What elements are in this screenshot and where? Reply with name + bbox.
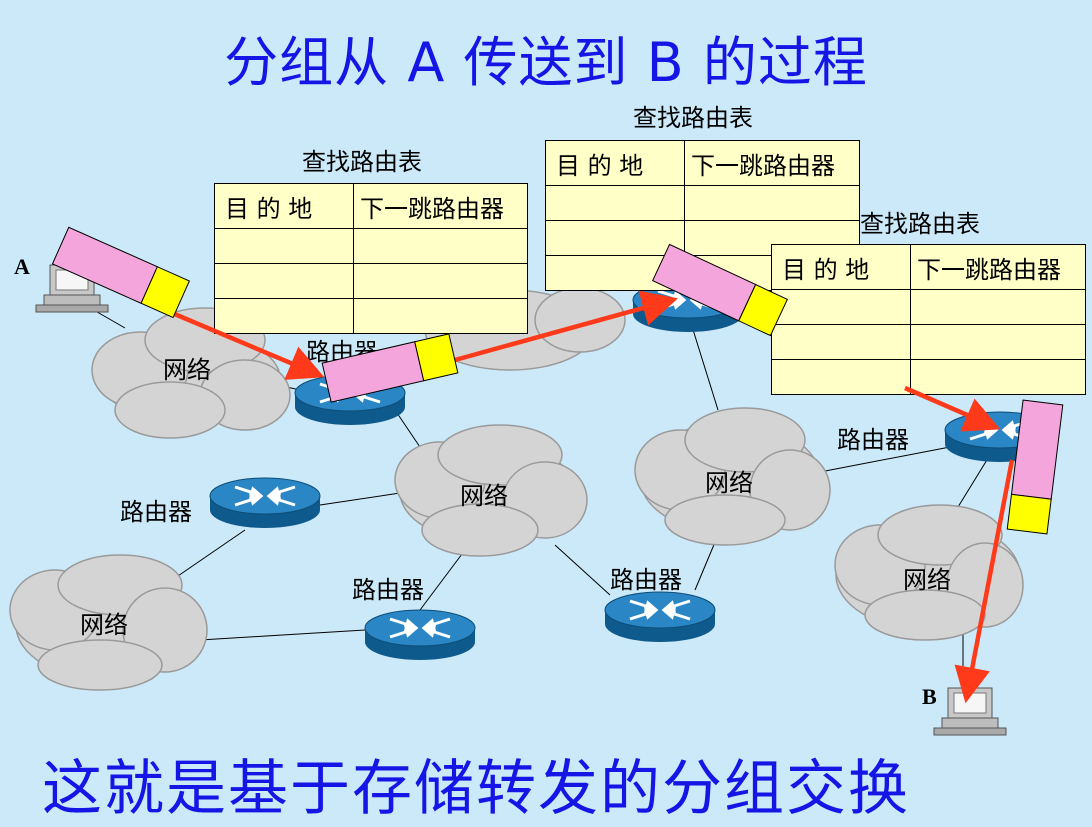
router-label: 路由器 [837, 426, 909, 454]
routing-table-caption: 查找路由表 [633, 104, 753, 132]
network-clouds [9, 287, 1024, 691]
router-label: 路由器 [120, 498, 192, 526]
host-b-label: B [922, 684, 937, 709]
host-a-label: A [14, 254, 30, 279]
cloud-icon [394, 424, 588, 557]
cloud-icon [91, 307, 291, 439]
network-label: 网络 [460, 482, 508, 510]
router-label: 路由器 [352, 576, 424, 604]
network-label: 网络 [705, 469, 753, 497]
next-hop-header: 下一跳路由器 [910, 244, 1086, 290]
cloud-icon [834, 504, 1024, 641]
routing-table: 目 的 地下一跳路由器 [214, 183, 528, 334]
diagram-title: 分组从 A 传送到 B 的过程 [224, 31, 868, 94]
links [84, 304, 991, 670]
packet-icon [51, 226, 1064, 535]
network-label: 网络 [80, 611, 128, 639]
next-hop-header: 下一跳路由器 [353, 183, 528, 229]
router-label: 路由器 [610, 566, 682, 594]
routing-table-caption: 查找路由表 [860, 210, 980, 238]
arrow-icon [164, 290, 1015, 704]
cloud-icon [9, 554, 208, 691]
routing-table: 目 的 地下一跳路由器 [771, 244, 1086, 395]
next-hop-header: 下一跳路由器 [684, 140, 860, 186]
cloud-icon [634, 407, 831, 546]
dest-header: 目 的 地 [771, 244, 911, 290]
routing-table-caption: 查找路由表 [302, 148, 422, 176]
network-label: 网络 [903, 566, 951, 594]
dest-header: 目 的 地 [545, 140, 685, 186]
diagram-caption: 这就是基于存储转发的分组交换 [42, 754, 910, 824]
network-label: 网络 [163, 356, 211, 384]
